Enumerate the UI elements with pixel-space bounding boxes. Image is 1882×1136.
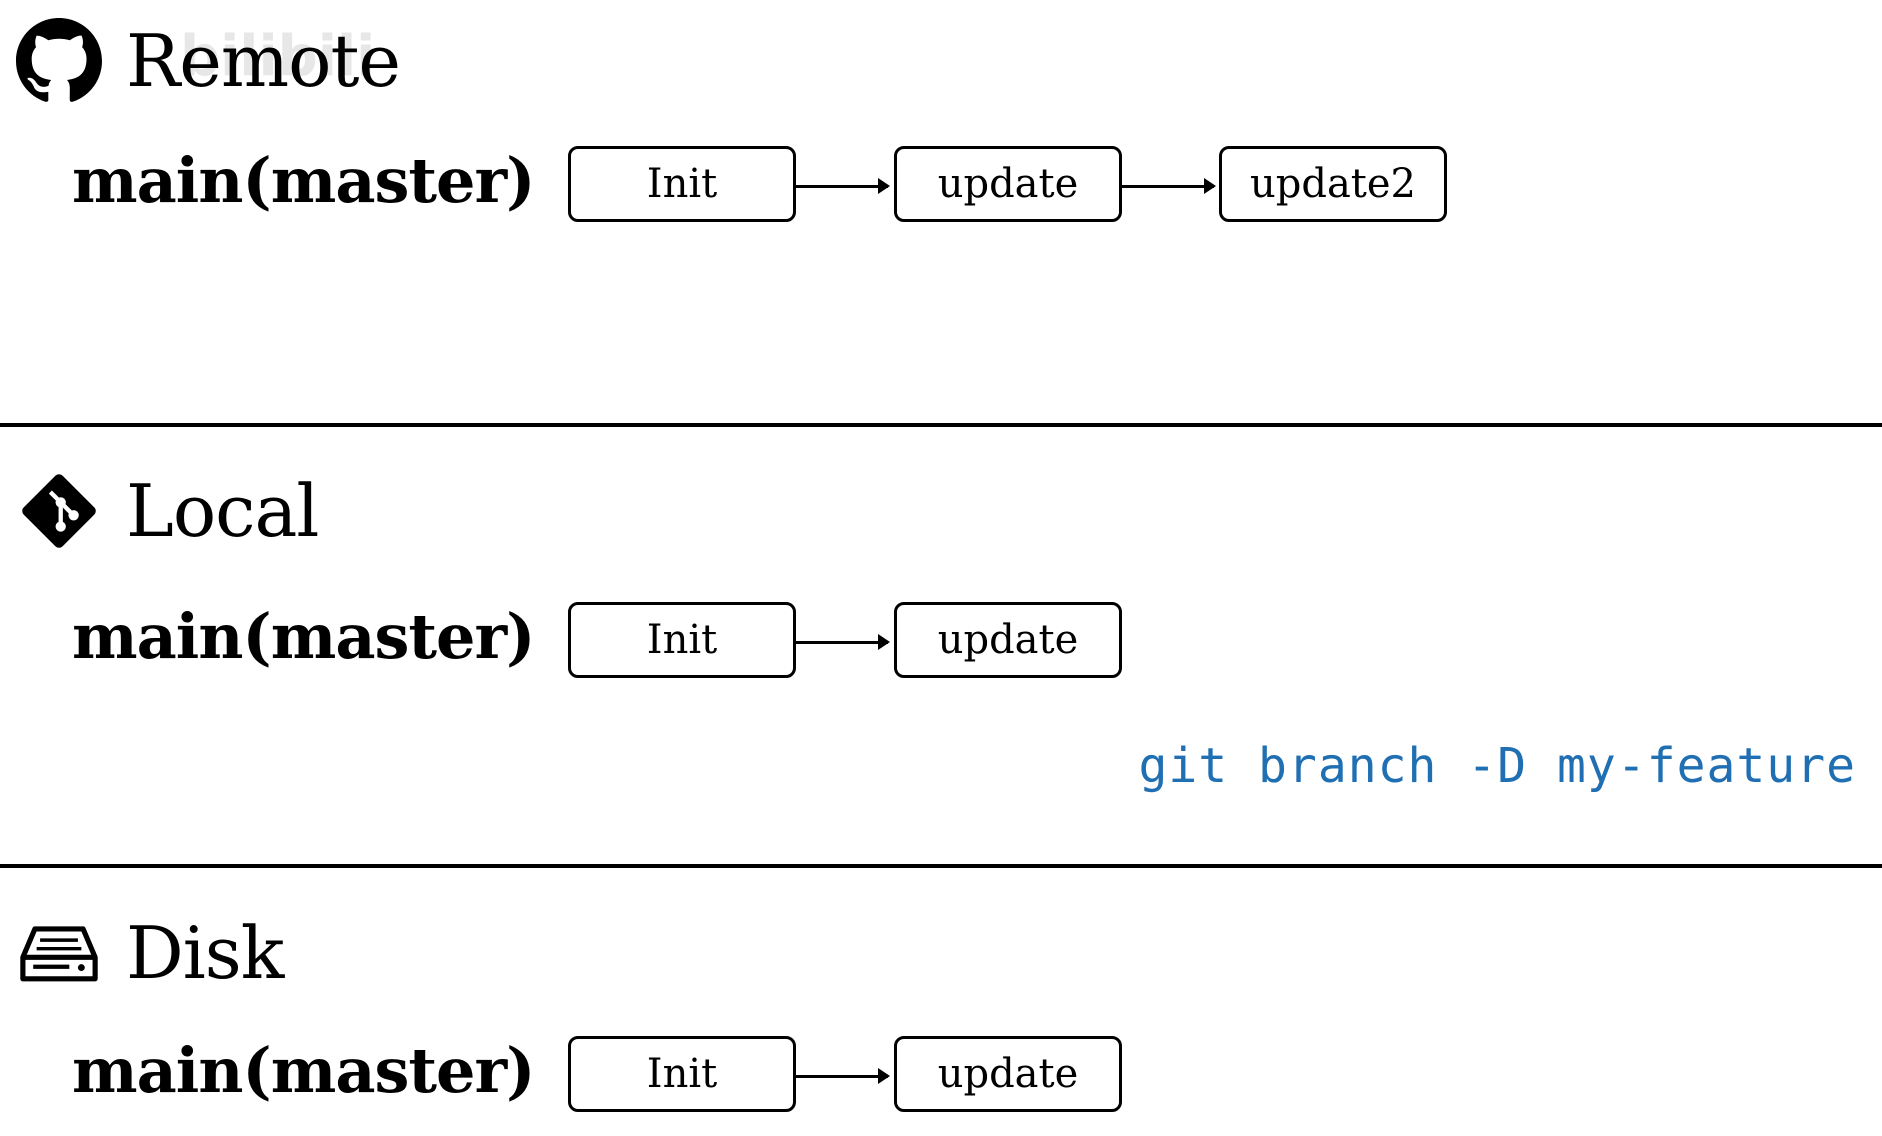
remote-title: Remote [126, 19, 401, 103]
disk-header: Disk [16, 910, 284, 996]
local-branch-label: main(master) [72, 600, 536, 673]
local-arrow-1 [796, 634, 890, 650]
remote-commit-update2: update2 [1219, 146, 1447, 222]
remote-commit-init: Init [568, 146, 796, 222]
github-icon [16, 18, 102, 104]
local-commit-update: update [894, 602, 1122, 678]
disk-commit-init: Init [568, 1036, 796, 1112]
hard-drive-icon [16, 910, 102, 996]
remote-commit-update: update [894, 146, 1122, 222]
disk-branch-label: main(master) [72, 1034, 536, 1107]
local-header: Local [16, 468, 319, 554]
remote-branch-label: main(master) [72, 144, 536, 217]
divider-local-disk [0, 864, 1882, 868]
disk-arrow-1 [796, 1068, 890, 1084]
divider-remote-local [0, 423, 1882, 427]
local-commit-init: Init [568, 602, 796, 678]
disk-title: Disk [126, 911, 284, 995]
remote-arrow-2 [1122, 178, 1216, 194]
git-command-text: git branch -D my-feature [1138, 738, 1856, 794]
disk-commit-update: update [894, 1036, 1122, 1112]
remote-arrow-1 [796, 178, 890, 194]
local-title: Local [126, 469, 319, 553]
remote-header: Remote [16, 18, 401, 104]
git-icon [16, 468, 102, 554]
